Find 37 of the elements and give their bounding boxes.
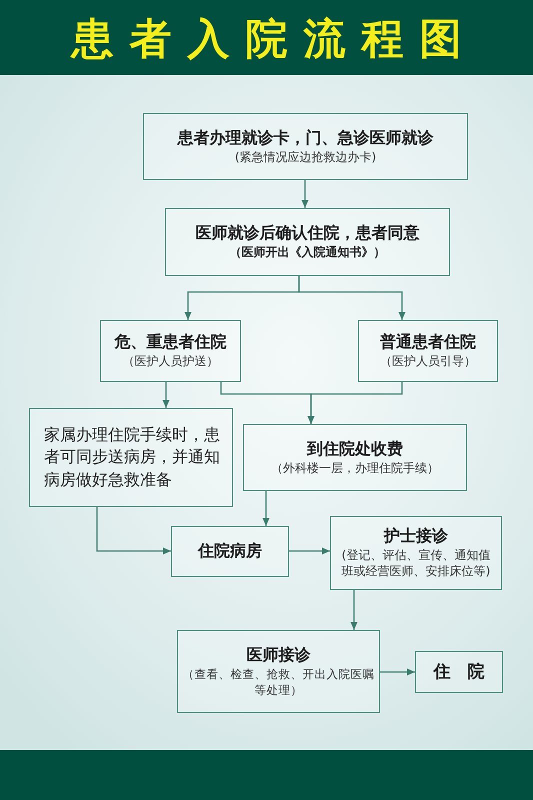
node-heading: 住院病房 xyxy=(198,541,262,562)
connector-arrow xyxy=(96,507,171,554)
process-box xyxy=(415,651,503,693)
connector-arrow xyxy=(302,180,308,208)
connector-arrow xyxy=(262,491,270,526)
connector-arrow xyxy=(350,590,358,630)
node-note: （查看、检查、抢救、开出入院医嘱等处理） xyxy=(182,666,376,698)
connector-arrow xyxy=(380,668,415,676)
process-box xyxy=(358,320,498,382)
title: 患者入院流程图 xyxy=(69,18,478,60)
node-heading: 医师就诊后确认住院，患者同意 xyxy=(196,223,420,244)
connector-arrow xyxy=(162,382,170,408)
node-note: (紧急情况应边抢救边办卡) xyxy=(234,148,376,166)
node-text: 家属办理住院手续时，患者可同步送病房，并通知病房做好急救准备 xyxy=(44,424,221,491)
connector-arrow xyxy=(298,276,406,320)
node-heading: 危、重患者住院 xyxy=(114,332,226,353)
connector-arrow xyxy=(289,548,330,554)
node-heading: 患者办理就诊卡，门、急诊医师就诊 xyxy=(178,128,434,148)
process-box xyxy=(29,408,233,507)
process-box xyxy=(243,424,467,491)
node-note: (登记、评估、宣传、通知值班或经营医师、安排床位等) xyxy=(340,546,492,580)
node-note: （外科楼一层，办理住院手续） xyxy=(271,460,439,476)
process-box xyxy=(100,320,241,382)
node-note: （医护人员护送） xyxy=(122,353,218,370)
node-heading: 住 院 xyxy=(434,660,484,684)
process-box xyxy=(171,526,289,577)
process-box xyxy=(330,516,502,590)
process-box xyxy=(143,113,468,180)
process-box xyxy=(177,630,380,713)
connector-arrow xyxy=(308,382,403,424)
node-note: （医师开出《入院通知书》） xyxy=(230,244,386,261)
process-box xyxy=(165,208,450,276)
node-note: （医护人员引导） xyxy=(380,353,476,370)
node-heading: 普通患者住院 xyxy=(380,332,476,353)
node-heading: 到住院处收费 xyxy=(307,438,403,460)
node-heading: 护士接诊 xyxy=(384,526,448,547)
node-heading: 医师接诊 xyxy=(246,645,310,666)
